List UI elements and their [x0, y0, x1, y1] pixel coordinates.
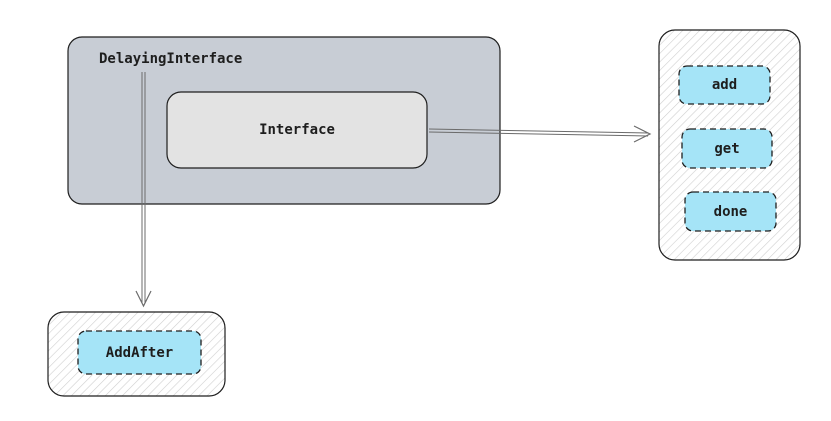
add-after-box[interactable] — [77, 330, 202, 375]
method-add-label: add — [711, 77, 738, 93]
add-after-label: AddAfter — [105, 344, 174, 361]
method-done-label: done — [713, 203, 748, 220]
interface-label: Interface — [259, 122, 335, 138]
method-add-box[interactable] — [678, 65, 771, 105]
interface-box[interactable] — [166, 91, 428, 169]
method-get-label: get — [714, 140, 740, 157]
method-done-box[interactable] — [684, 191, 777, 232]
delaying-interface-label: DelayingInterface — [99, 51, 243, 67]
arrow-delaying-to-addafter — [135, 72, 152, 308]
arrow-interface-to-methods — [428, 125, 652, 143]
method-get-box[interactable] — [681, 128, 773, 169]
